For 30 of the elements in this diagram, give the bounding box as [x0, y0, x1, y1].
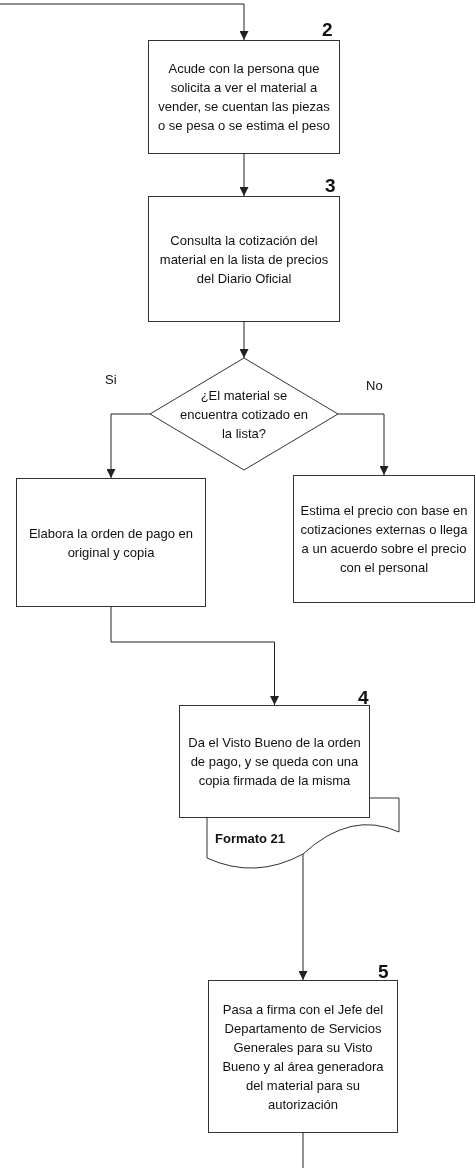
process-box	[148, 40, 340, 154]
step-text: ¿El material se encuentra cotizado en la lista?	[179, 386, 309, 443]
process-box	[148, 196, 340, 322]
arrow	[0, 3, 249, 41]
arrow	[239, 321, 249, 359]
edge-label: Si	[103, 372, 119, 387]
process-box	[179, 705, 370, 818]
step-text: Da el Visto Bueno de la orden de pago, y se queda con una copia firmada de la misma	[187, 734, 362, 790]
step-number: 4	[358, 688, 369, 707]
arrow	[110, 606, 279, 706]
document-shape	[207, 798, 399, 872]
arrow	[337, 413, 389, 476]
process-box	[16, 478, 206, 607]
step-text: Acude con la persona que solicita a ver el material a vender, se cuentan las piezas o se pesa o se estima el peso	[157, 60, 331, 135]
step-number: 3	[325, 176, 336, 195]
arrow	[239, 153, 249, 197]
decision-diamond	[150, 358, 338, 470]
step-text: Elabora la orden de pago en original y copia	[27, 524, 195, 562]
step-text: Estima el precio con base en cotizaciones externas o llega a un acuerdo sobre el precio con el personal	[300, 502, 468, 577]
step-text: Pasa a firma con el Jefe del Departamento de Servicios Generales para su Visto Bueno y al área generadora del material para su autorización	[221, 1000, 385, 1114]
edge-label: No	[364, 378, 385, 393]
step-text: Consulta la cotización del material en la lista de precios del Diario Oficial	[158, 231, 330, 288]
arrow	[106, 413, 151, 479]
step-number: 2	[322, 20, 333, 39]
process-box	[208, 980, 398, 1133]
connector-line	[302, 1132, 304, 1168]
document-label: Formato 21	[215, 830, 286, 848]
arrow	[298, 853, 308, 981]
process-box	[293, 475, 475, 603]
step-number: 5	[378, 962, 389, 981]
